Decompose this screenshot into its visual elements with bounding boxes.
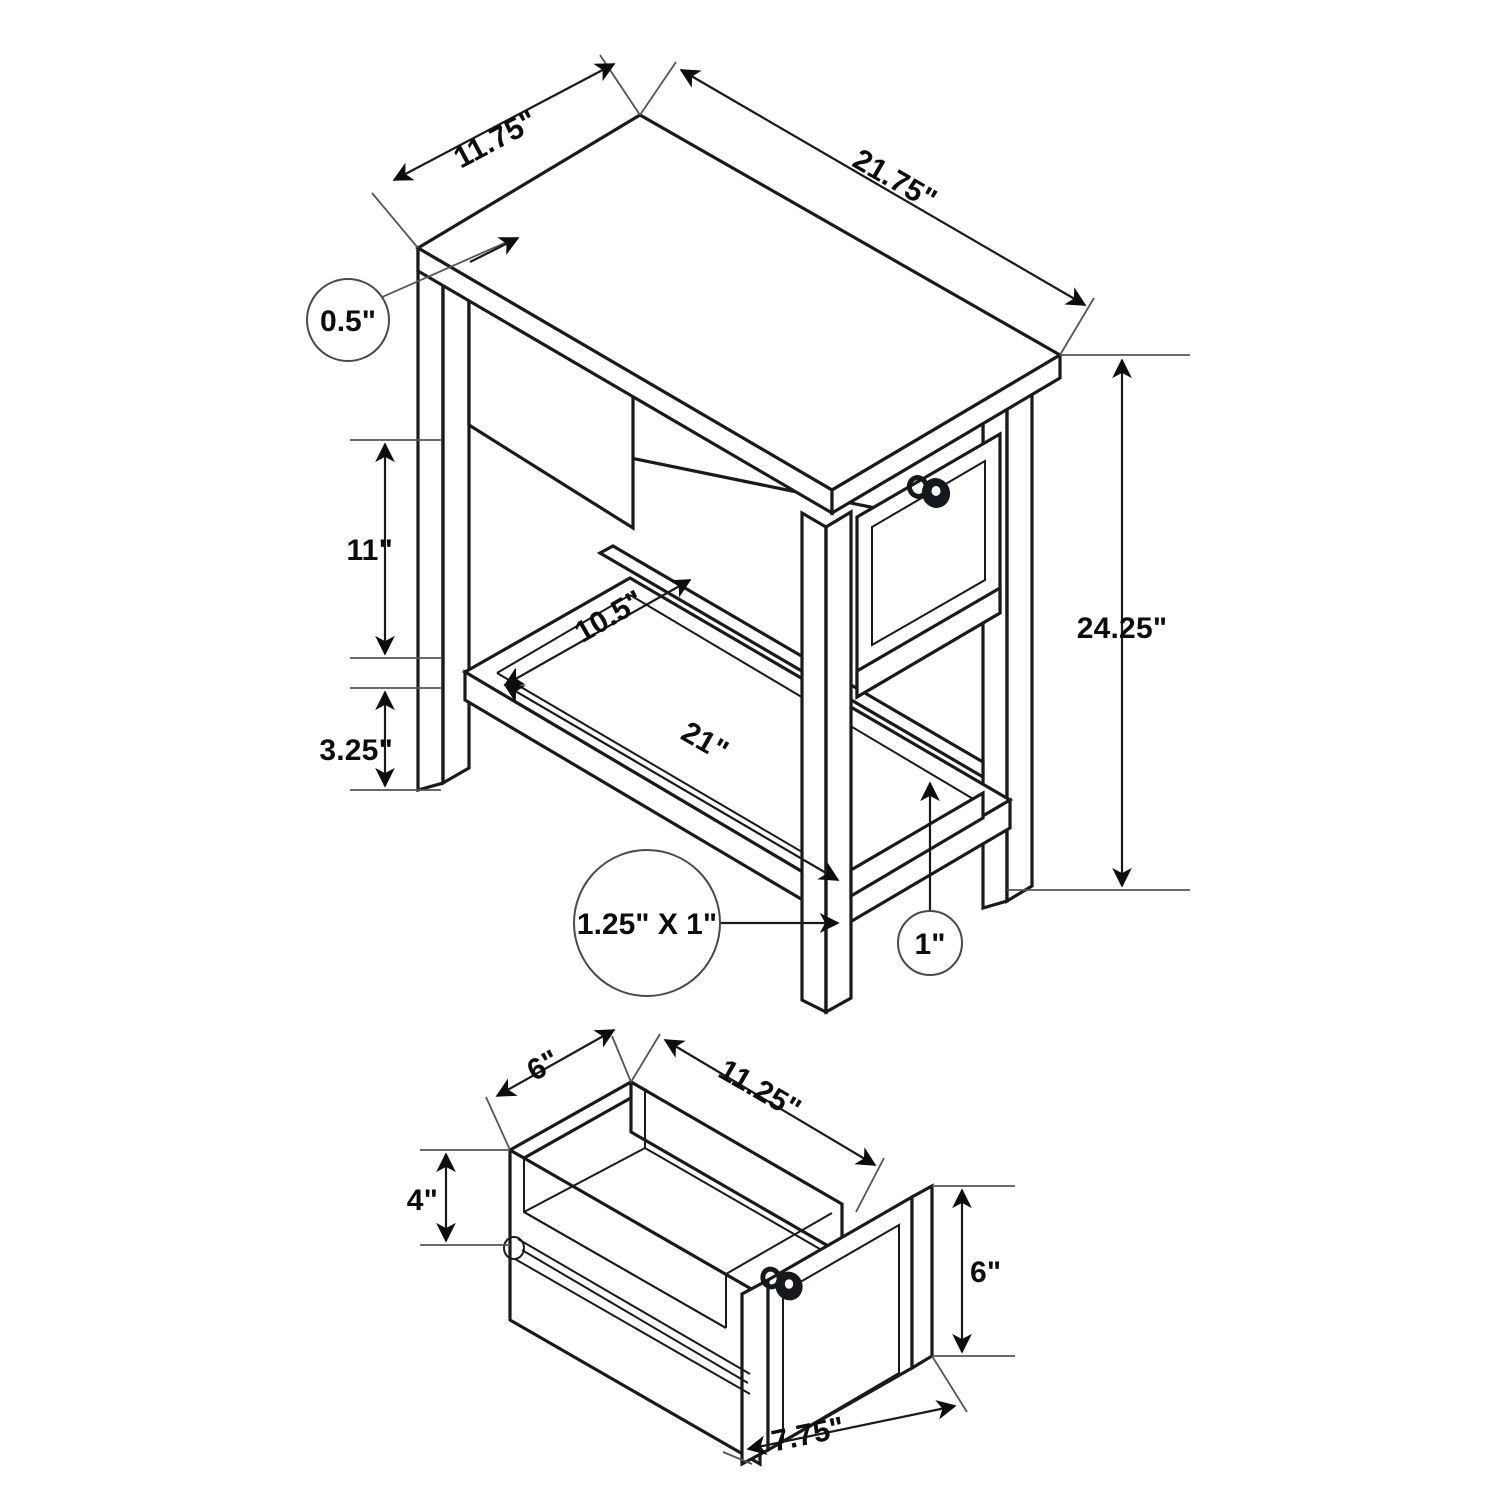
dimension-label: 21.75" (847, 143, 942, 217)
balloon-top-thickness: 0.5" (306, 237, 520, 362)
drawer-slide-icon (503, 1236, 751, 1395)
dimension-label: 4" (407, 1184, 438, 1217)
rear-left-leg (416, 245, 471, 793)
dimension-label: 24.25" (1077, 612, 1168, 645)
right-side-lower-rail (849, 790, 985, 899)
dimension-overall-height: 24.25" (1007, 354, 1190, 891)
dimension-clearance-upper: 11" (346, 439, 441, 659)
drawer-knob-icon (760, 1266, 803, 1301)
drawer-view: 6" 11.25" 4" 6" 7.75" (407, 1029, 1015, 1467)
drawer-knob-icon (906, 475, 951, 508)
balloon-shelf-rail: 1" (897, 781, 963, 976)
dimension-label: 11" (346, 534, 393, 567)
dimension-label: 6" (970, 1256, 1001, 1289)
drawer-front-panel (855, 431, 1002, 700)
balloon-label: 0.5" (320, 305, 376, 338)
balloon-leg-section: 1.25" X 1" (573, 849, 840, 997)
dimension-label: 3.25" (319, 734, 393, 767)
balloon-label: 1" (915, 928, 946, 961)
dimension-label: 6" (522, 1044, 565, 1088)
dimension-clearance-lower: 3.25" (319, 687, 441, 791)
dimension-label: 11.75" (449, 104, 543, 175)
balloon-label: 1.25" X 1" (577, 908, 717, 941)
dimension-label: 11.25" (713, 1053, 806, 1126)
dimension-drawer-front-width: 7.75" (722, 1355, 968, 1465)
dimension-drawer-box-height: 4" (407, 1149, 510, 1246)
assembly-view: 11.75" 21.75" 0.5" 11" 3.25" (306, 54, 1190, 1015)
front-left-leg (800, 509, 853, 1015)
dimension-drawer-front-height: 6" (932, 1185, 1015, 1357)
